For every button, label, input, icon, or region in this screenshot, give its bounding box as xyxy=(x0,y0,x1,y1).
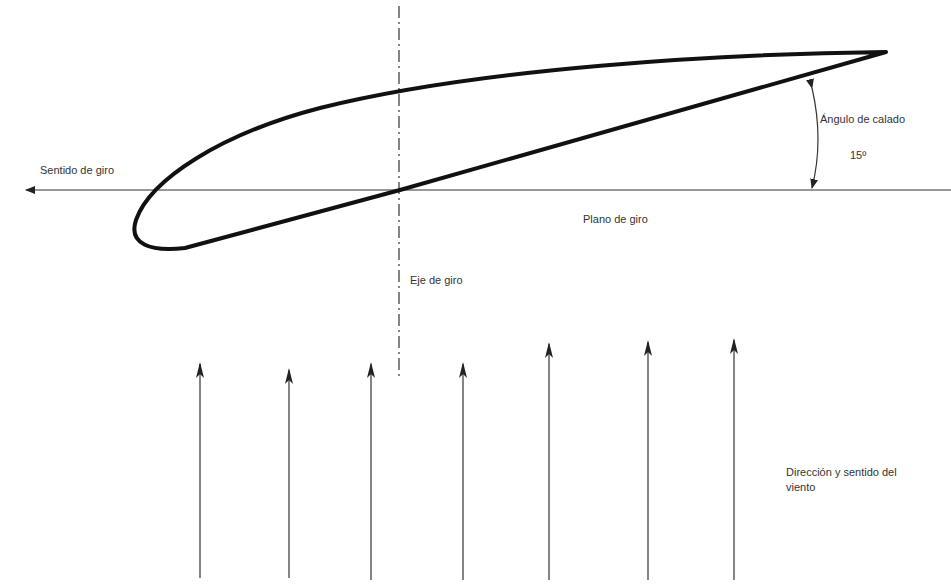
plane-label: Plano de giro xyxy=(583,212,648,227)
angle-label: Ángulo de calado xyxy=(820,112,905,127)
pitch-angle-arc xyxy=(812,88,818,188)
airfoil-profile xyxy=(134,52,886,249)
wind-arrows xyxy=(200,340,734,580)
direction-label: Sentido de giro xyxy=(40,163,114,178)
axis-label: Eje de giro xyxy=(410,273,463,288)
angle-value: 15º xyxy=(850,148,866,163)
wind-label: Dirección y sentido del viento xyxy=(786,465,926,495)
rotation-plane-line xyxy=(26,189,951,190)
